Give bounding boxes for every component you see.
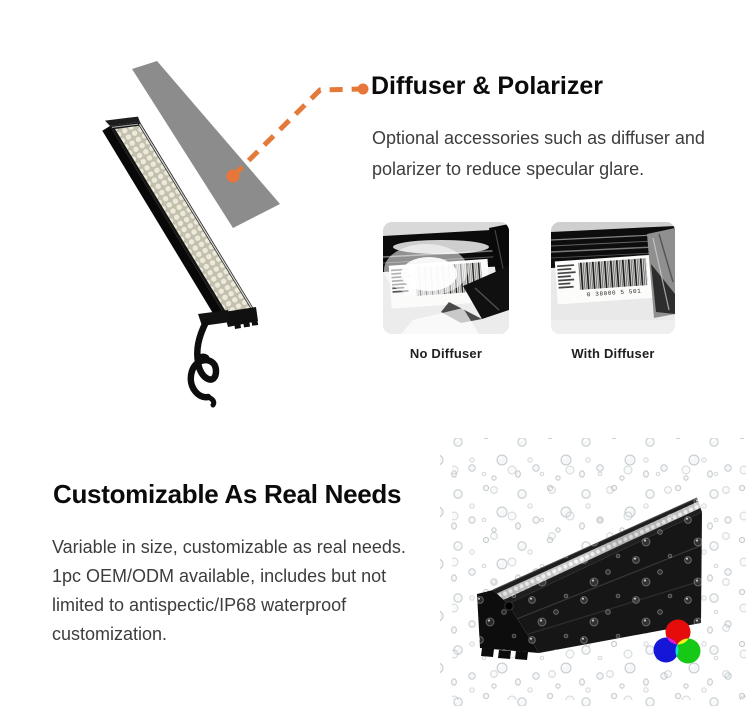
section-custom-paragraph: Variable in size, customizable as real n… [52,533,406,649]
rgb-color-mixing-icon [653,619,701,664]
dashed-leader-line-icon [226,83,369,183]
paragraph-line: Variable in size, customizable as real n… [52,537,406,557]
paragraph-line: Optional accessories such as diffuser an… [372,128,705,148]
with-diffuser-photo: 0 38000 5 501 [551,222,675,334]
section-custom-heading: Customizable As Real Needs [53,479,402,509]
no-diffuser-caption: No Diffuser [409,346,483,361]
diffuser-strip [132,61,280,228]
section-diffuser-paragraph: Optional accessories such as diffuser an… [372,123,705,185]
power-cable [187,318,220,408]
barcode-digits: 0 38000 5 501 [587,288,642,299]
paragraph-line: customization. [52,624,168,644]
no-diffuser-photo [383,222,509,334]
cable-knot [196,353,210,363]
section-diffuser-heading: Diffuser & Polarizer [371,72,604,100]
barcode-label: 0 38000 5 501 [554,254,656,305]
led-bar-light [102,116,259,408]
paragraph-line: limited to antispectic/IP68 waterproof [52,595,347,615]
diffuser-product-illustration [102,61,369,408]
with-diffuser-caption: With Diffuser [571,346,655,361]
paragraph-line: 1pc OEM/ODM available, includes but not [52,566,387,586]
paragraph-line: polarizer to reduce specular glare. [372,159,645,179]
waterproof-product-illustration [440,438,746,706]
